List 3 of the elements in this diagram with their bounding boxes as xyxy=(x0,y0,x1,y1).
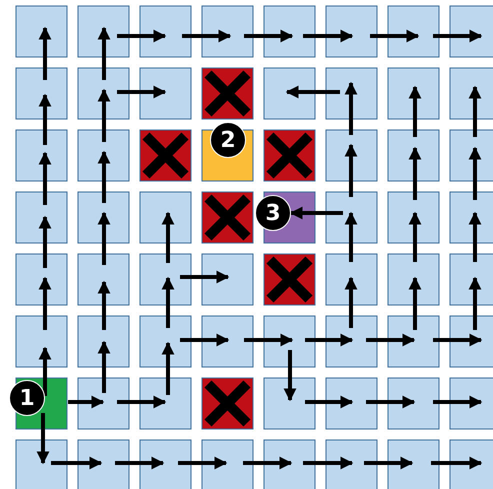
arrow xyxy=(290,206,343,220)
callout-number: 3 xyxy=(255,195,291,231)
callout-number: 2 xyxy=(210,122,246,158)
